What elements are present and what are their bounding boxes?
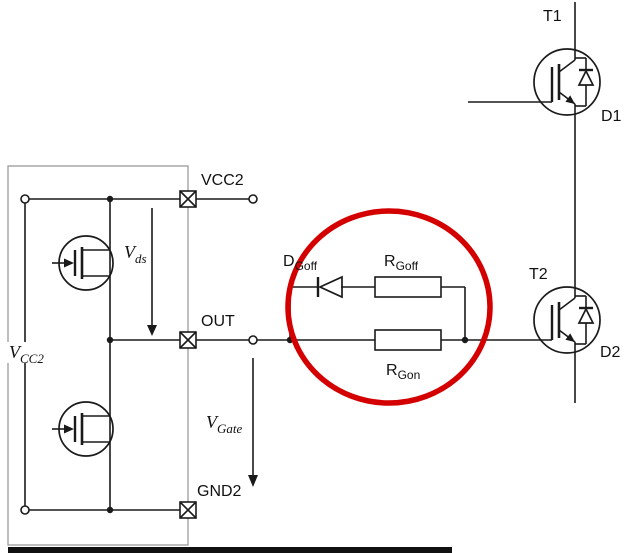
turn-on-resistor-symbol (374, 329, 442, 351)
high-side-mosfet-symbol (52, 235, 114, 291)
t1-label: T1 (543, 8, 562, 25)
vcc2-voltage-label: VCC2 (9, 342, 44, 366)
vgate-arrow (248, 358, 258, 487)
turn-off-resistor-symbol (374, 276, 442, 298)
out-terminal-box (179, 331, 197, 349)
out-pin-circle (248, 335, 258, 345)
low-side-mosfet-symbol (52, 401, 114, 457)
vcc2-pin-circle (248, 194, 258, 204)
freewheel-diode-d2 (575, 295, 595, 345)
vcc2-pin-label: VCC2 (201, 172, 244, 189)
wires (24, 2, 576, 511)
dgoff-label: DGoff (283, 253, 318, 273)
out-pin-label: OUT (201, 313, 235, 330)
d1-label: D1 (601, 108, 622, 125)
junction-dots (106, 195, 469, 514)
vgate-voltage-label: VGate (206, 412, 243, 436)
rgoff-label: RGoff (384, 253, 419, 273)
freewheel-diode-d1 (575, 57, 595, 107)
vds-arrow (147, 208, 157, 336)
vds-voltage-label: Vds (124, 242, 147, 266)
igbt-t2-symbol (533, 286, 601, 354)
vcc2-sense-bottom-circle (20, 505, 30, 515)
gnd2-pin-label: GND2 (197, 483, 242, 500)
vcc2-label-mask (5, 342, 53, 363)
highlight-circle (285, 208, 493, 406)
vcc2-terminal-box (179, 190, 197, 208)
vcc2-sense-top-circle (20, 194, 30, 204)
t2-label: T2 (529, 266, 548, 283)
igbt-t1-symbol (533, 48, 601, 116)
d2-label: D2 (600, 344, 621, 361)
rgon-label: RGon (386, 362, 420, 382)
figure-bottom-border (8, 547, 452, 553)
turn-off-diode-symbol (316, 275, 343, 299)
gnd2-terminal-box (179, 501, 197, 519)
